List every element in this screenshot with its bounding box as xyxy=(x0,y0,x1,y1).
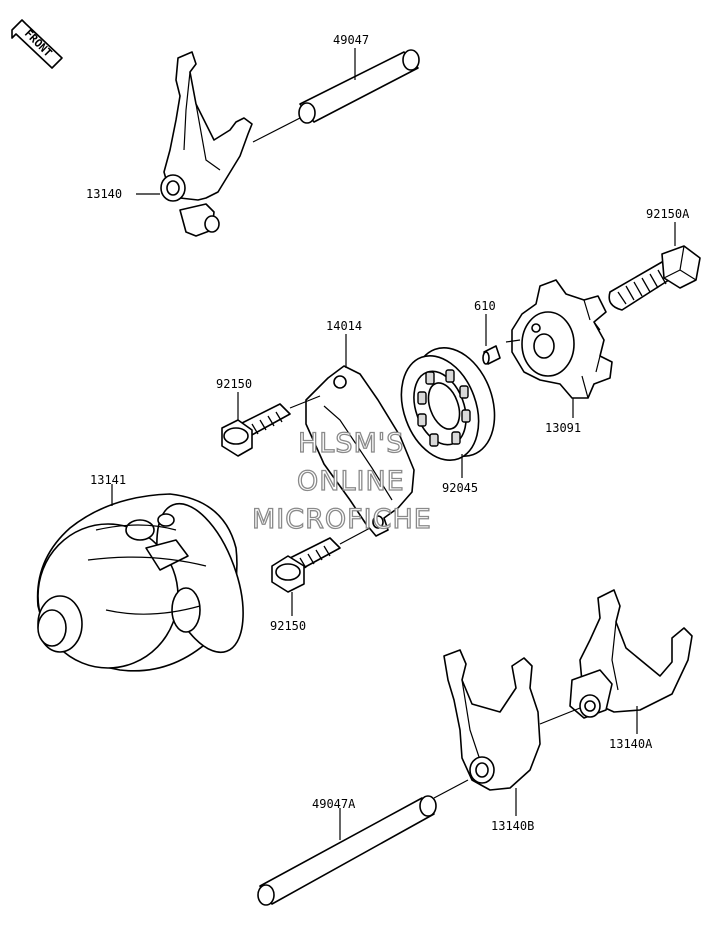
label-92150-lower: 92150 xyxy=(270,619,307,633)
cam-13091[interactable] xyxy=(511,279,613,399)
front-arrow-icon: FRONT xyxy=(11,19,63,69)
bolt-92150-lower[interactable] xyxy=(271,537,341,593)
plate-14014[interactable] xyxy=(305,365,415,537)
label-14014: 14014 xyxy=(326,319,363,333)
watermark-line-1: HLSM'S xyxy=(297,428,405,459)
label-13140b: 13140B xyxy=(491,819,535,833)
watermark-line-2: ONLINE xyxy=(296,466,405,497)
pin-610[interactable] xyxy=(482,345,501,365)
shift-fork-13140b[interactable] xyxy=(443,649,541,791)
label-13140a: 13140A xyxy=(609,737,653,751)
shift-drum-13141[interactable] xyxy=(36,492,261,672)
watermark-line-3: MICROFICHE xyxy=(251,504,432,535)
label-92045: 92045 xyxy=(442,481,479,495)
label-49047a: 49047A xyxy=(312,797,356,811)
label-610: 610 xyxy=(474,299,496,313)
bolt-92150-upper[interactable] xyxy=(221,403,291,457)
label-13091: 13091 xyxy=(545,421,582,435)
shift-rod-49047a[interactable] xyxy=(257,795,437,906)
label-92150-upper: 92150 xyxy=(216,377,253,391)
label-49047: 49047 xyxy=(333,33,370,47)
label-13140: 13140 xyxy=(86,187,123,201)
shift-fork-13140a[interactable] xyxy=(569,589,693,719)
label-13141: 13141 xyxy=(90,473,127,487)
label-92150a: 92150A xyxy=(646,207,690,221)
shift-rod-49047[interactable] xyxy=(298,49,420,124)
shift-fork-13140[interactable] xyxy=(160,51,253,237)
bearing-92045[interactable] xyxy=(388,336,509,471)
bolt-92150a[interactable] xyxy=(608,245,701,311)
